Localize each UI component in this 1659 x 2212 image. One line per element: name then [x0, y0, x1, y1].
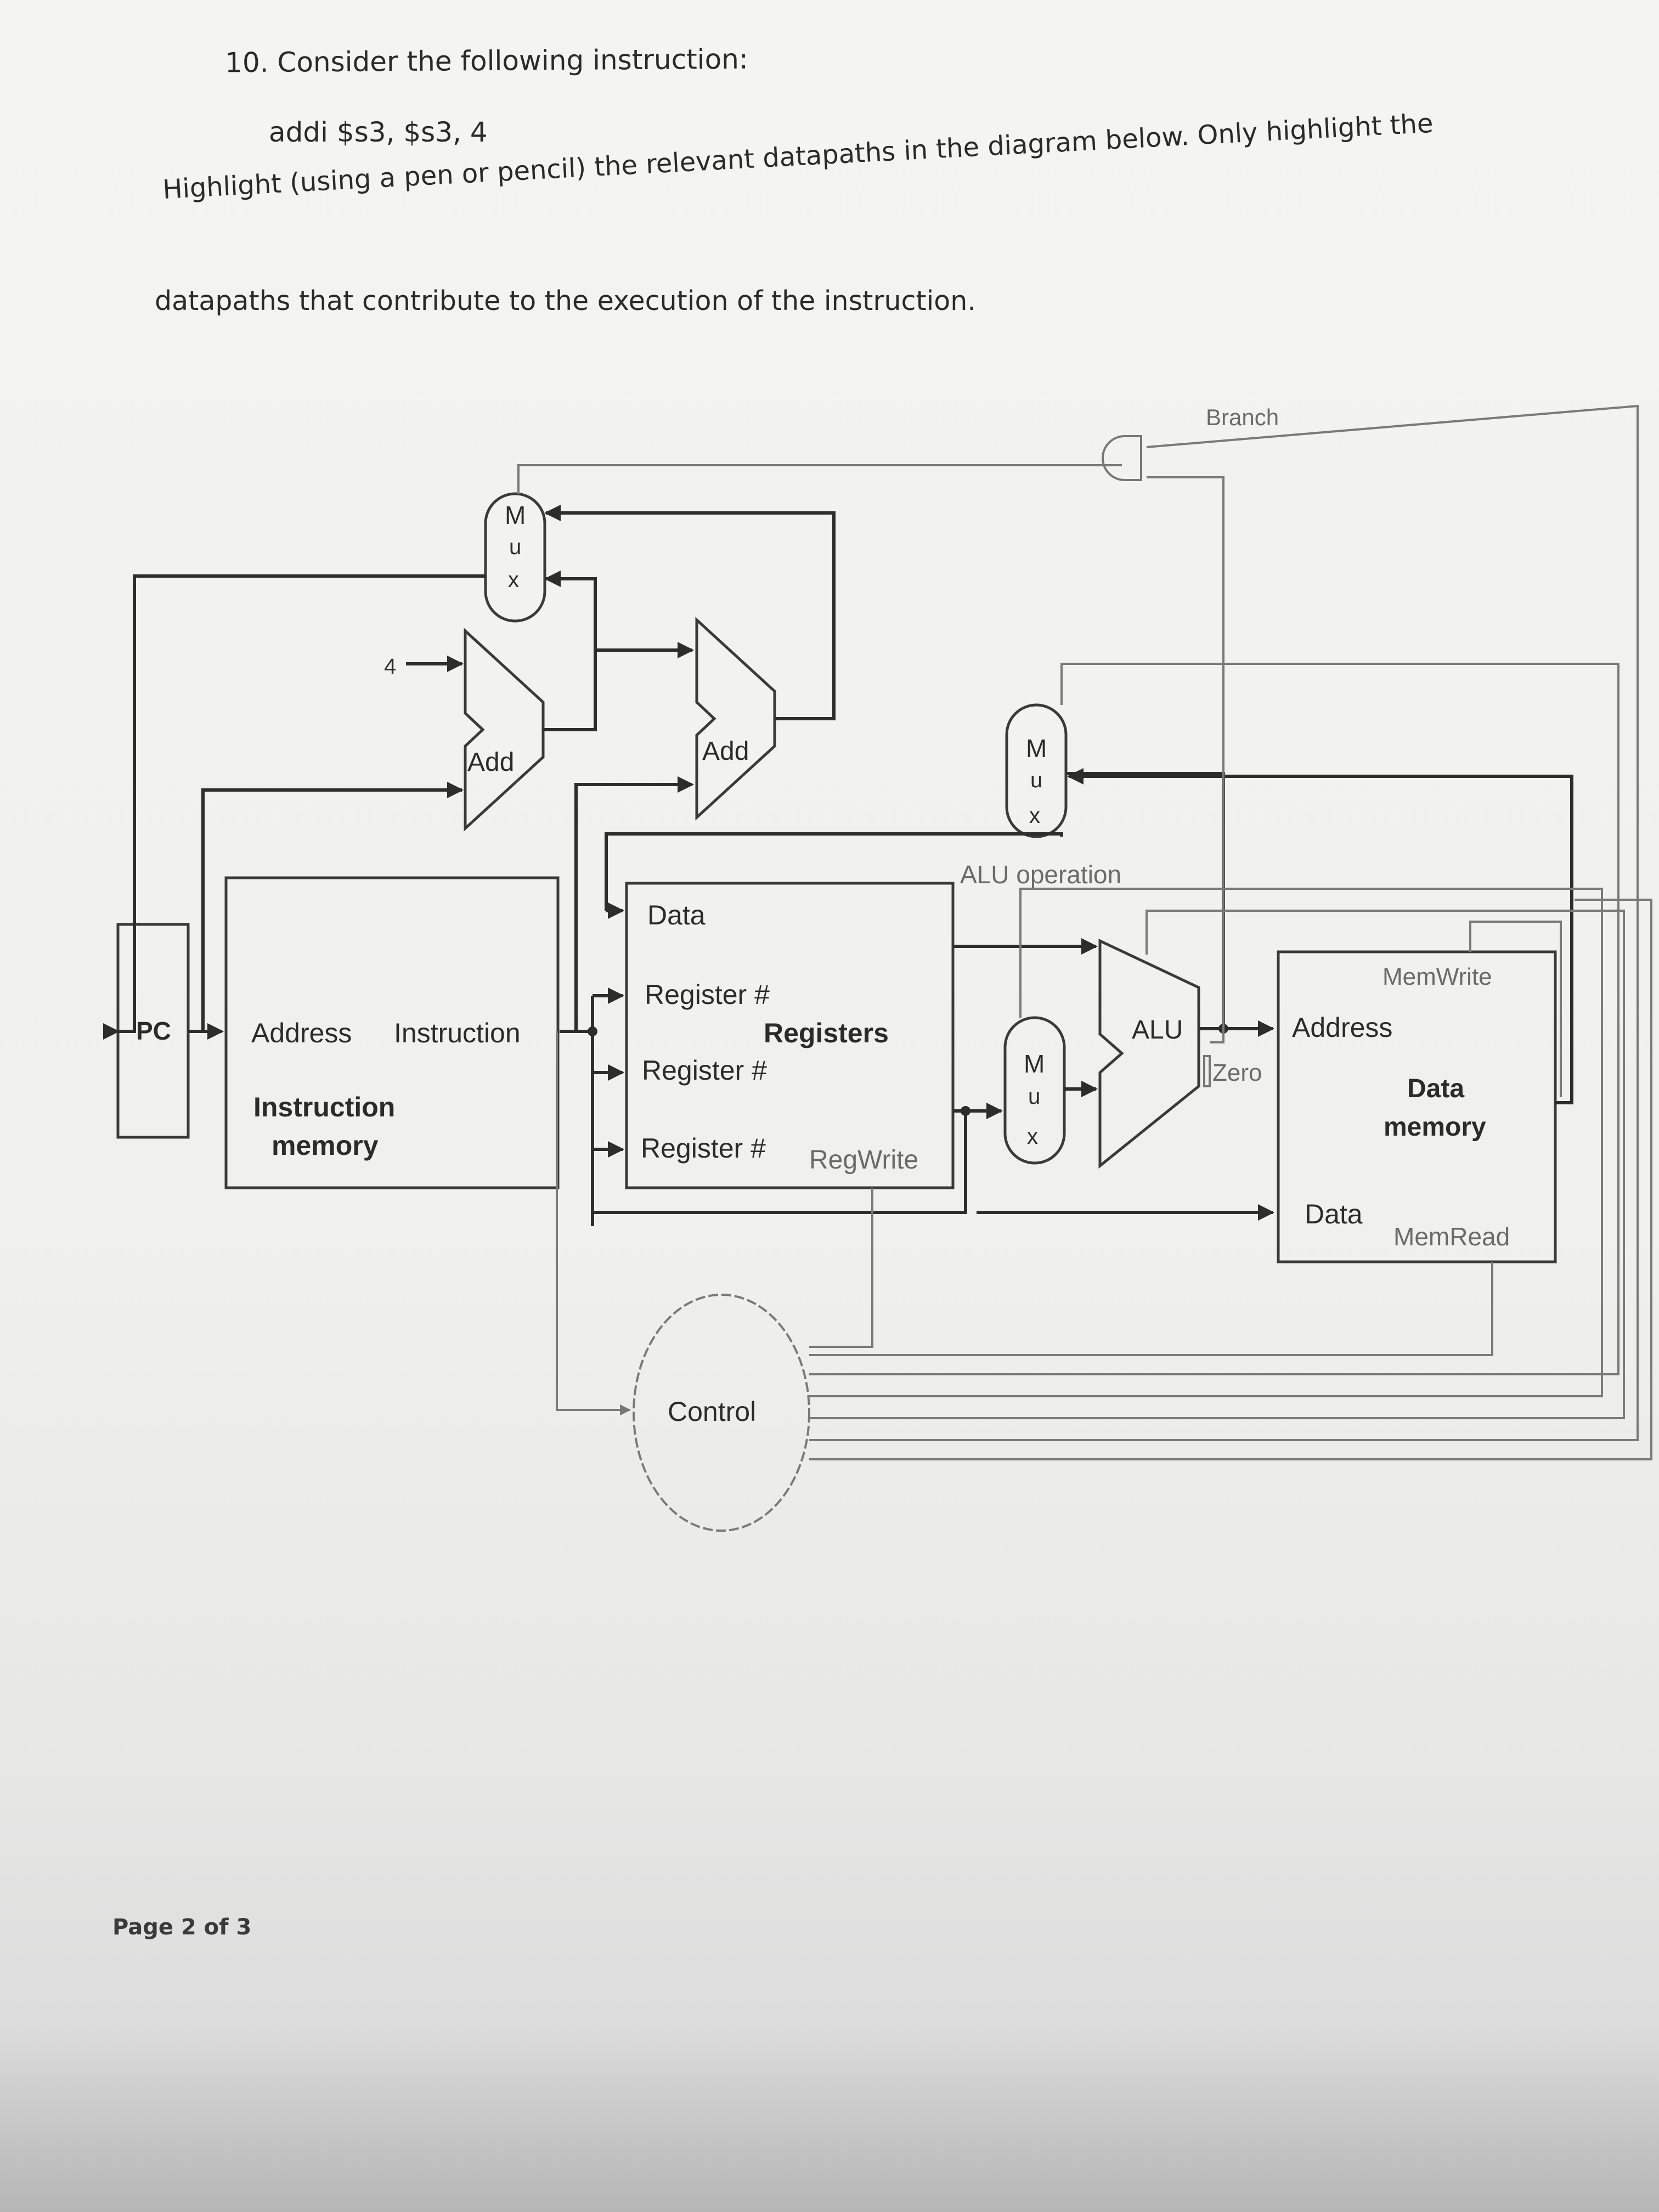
reg-register-3: Register # [641, 1133, 766, 1164]
data-memory [1277, 950, 1557, 1263]
constant-four: 4 [384, 654, 396, 679]
upper-mux-u: u [1030, 768, 1042, 792]
control-unit [633, 1294, 810, 1532]
alu [1098, 939, 1200, 1169]
reg-title: Registers [764, 1018, 889, 1048]
branch-adder-label: Add [702, 737, 749, 766]
upper-mux [1005, 703, 1068, 838]
branch-label: Branch [1206, 404, 1279, 430]
upper-mux-m: M [1026, 734, 1047, 763]
zero-box [1203, 1055, 1211, 1087]
control-label: Control [668, 1396, 756, 1427]
reg-data: Data [647, 900, 706, 930]
pc-mux-x: x [508, 568, 519, 592]
reg-register-2: Register # [642, 1055, 767, 1086]
branch-adder [695, 617, 776, 821]
pc-mux-u: u [509, 535, 521, 559]
dmem-address: Address [1292, 1012, 1392, 1043]
memread-label: MemRead [1393, 1222, 1510, 1251]
zero-label: Zero [1212, 1059, 1262, 1086]
pc-mux [484, 492, 546, 623]
imem-title-1: Instruction [253, 1092, 395, 1122]
alu-operation-label: ALU operation [960, 860, 1121, 889]
dmem-title-1: Data [1407, 1074, 1464, 1103]
pc-adder-label: Add [467, 748, 514, 777]
page-number: Page 2 of 3 [112, 1915, 252, 1940]
alu-mux-x: x [1027, 1125, 1038, 1149]
pc-label: PC [136, 1017, 171, 1045]
dmem-title-2: memory [1384, 1113, 1486, 1142]
instruction-code: addi $s3, $s3, 4 [269, 116, 488, 148]
pc-mux-m: M [505, 501, 526, 529]
dmem-data: Data [1305, 1199, 1363, 1229]
imem-instruction: Instruction [394, 1018, 521, 1048]
question-line-2: datapaths that contribute to the executi… [155, 285, 976, 317]
pc-adder [464, 628, 545, 832]
memwrite-label: MemWrite [1383, 963, 1492, 990]
alu-mux-u: u [1028, 1085, 1040, 1109]
upper-mux-x: x [1029, 804, 1040, 828]
branch-and-gate [1102, 435, 1142, 481]
alu-mux-m: M [1024, 1049, 1045, 1078]
imem-title-2: memory [272, 1130, 379, 1161]
register-file [625, 882, 955, 1189]
reg-register-1: Register # [645, 979, 770, 1010]
photo-shadow [0, 2024, 1659, 2212]
imem-address: Address [251, 1018, 352, 1048]
regwrite-label: RegWrite [809, 1146, 918, 1175]
alu-label: ALU [1132, 1015, 1183, 1045]
